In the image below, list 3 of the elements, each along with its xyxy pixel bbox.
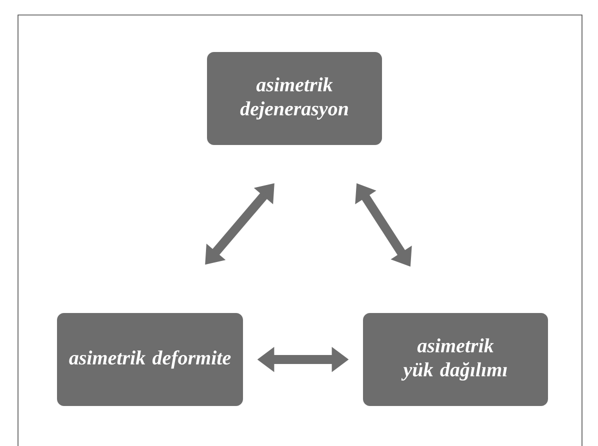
process-box: asimetrik yük dağılımı bbox=[363, 312, 548, 406]
process-box: asimetrik dejenerasyon bbox=[207, 52, 382, 145]
process-box: asimetrik deformite bbox=[57, 312, 243, 406]
